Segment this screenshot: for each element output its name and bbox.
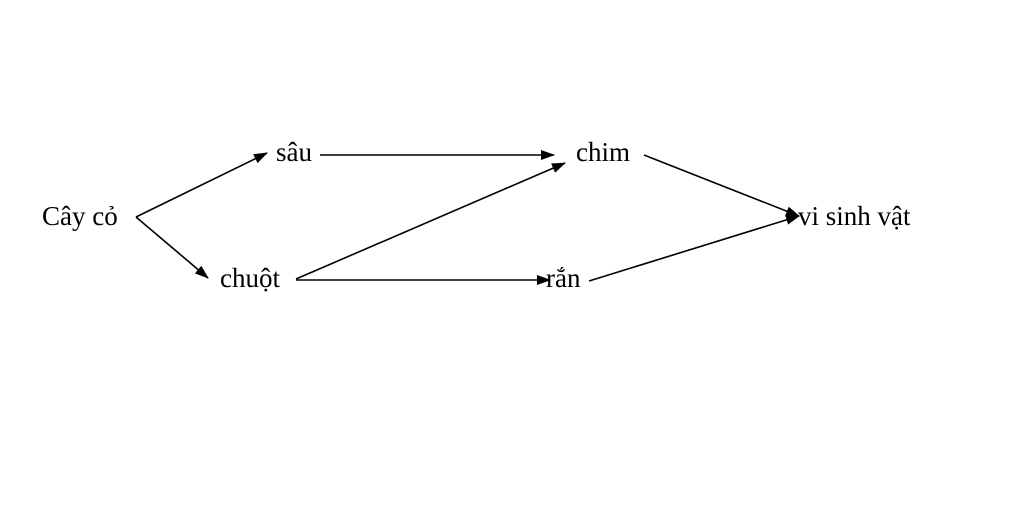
edge-cay-co-to-chuot bbox=[135, 216, 209, 279]
node-cay-co: Cây cỏ bbox=[42, 201, 118, 231]
node-sau: sâu bbox=[276, 137, 312, 167]
node-chuot: chuột bbox=[220, 263, 280, 293]
edge-cay-co-to-sau bbox=[135, 152, 268, 218]
node-ran: rắn bbox=[546, 263, 581, 293]
node-chim: chim bbox=[576, 137, 630, 167]
edge-chim-to-vi-sinh-vat bbox=[643, 154, 800, 217]
edge-ran-to-vi-sinh-vat bbox=[588, 215, 800, 282]
node-vi-sinh-vat: vi sinh vật bbox=[798, 201, 911, 231]
edge-chuot-to-chim bbox=[295, 162, 566, 280]
